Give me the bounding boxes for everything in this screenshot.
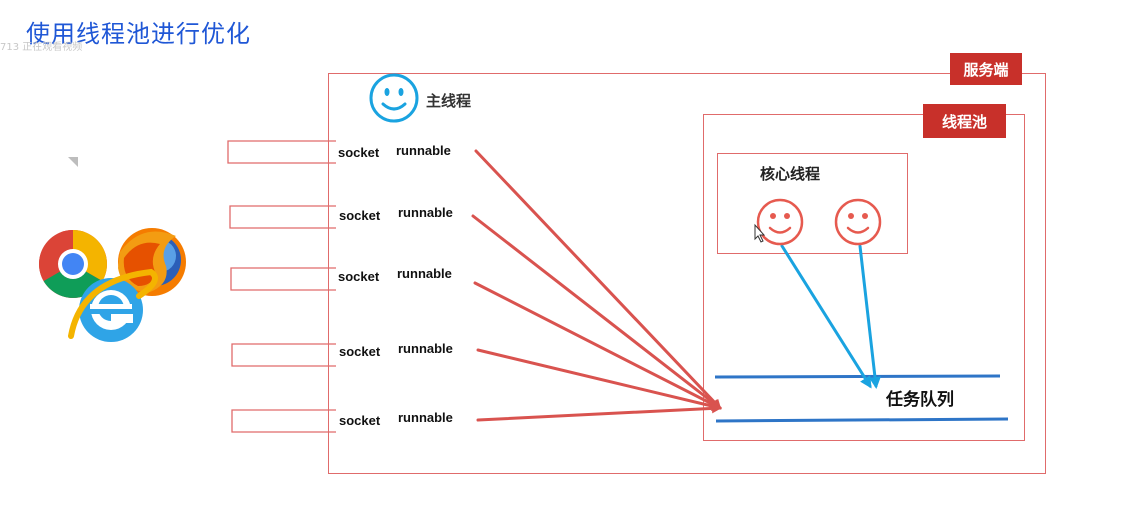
- runnable-label: runnable: [398, 341, 453, 356]
- red-arrow: [471, 214, 722, 410]
- task-queue-label: 任务队列: [886, 390, 954, 410]
- page-title: 使用线程池进行优化: [26, 20, 251, 48]
- socket-label: socket: [339, 344, 381, 359]
- smiley-icon: [369, 73, 419, 123]
- server-tag: 服务端: [950, 53, 1022, 85]
- server-box: [328, 73, 1046, 474]
- client-connector: [231, 343, 336, 367]
- viewer-count-note: 713 正在观看视频: [0, 42, 83, 53]
- ie-icon: [68, 268, 158, 342]
- client-connector: [229, 205, 336, 229]
- socket-label: socket: [339, 208, 381, 223]
- client-connector: [230, 267, 336, 291]
- main-thread-label: 主线程: [426, 92, 472, 110]
- red-arrow: [476, 348, 722, 411]
- socket-label: socket: [339, 413, 381, 428]
- thread-pool-box: [703, 114, 1025, 441]
- core-thread-label: 核心线程: [760, 165, 821, 183]
- small-triangle-mark: [68, 157, 78, 167]
- task-queue-top-line: [714, 374, 1001, 379]
- client-connector: [227, 140, 336, 164]
- blue-arrow: [780, 244, 872, 389]
- cursor-icon: [754, 223, 766, 243]
- runnable-label: runnable: [398, 205, 453, 220]
- runnable-label: runnable: [396, 143, 451, 158]
- client-connector: [231, 409, 336, 433]
- red-arrow: [474, 149, 722, 410]
- red-arrow: [473, 281, 722, 410]
- client-connectors: [227, 140, 336, 433]
- red-arrows: [471, 149, 722, 422]
- runnable-label: runnable: [398, 410, 453, 425]
- smiley-icon: [834, 198, 882, 246]
- blue-arrow: [858, 244, 881, 389]
- socket-label: socket: [338, 145, 380, 160]
- runnable-label: runnable: [397, 266, 452, 281]
- core-thread-box: [717, 153, 908, 254]
- blue-arrows: [780, 244, 881, 389]
- red-arrow: [476, 403, 722, 422]
- socket-label: socket: [338, 269, 380, 284]
- chrome-icon: [39, 230, 107, 298]
- task-queue-bottom-line: [715, 417, 1009, 423]
- thread-pool-tag: 线程池: [923, 104, 1006, 138]
- smiley-icon: [756, 198, 804, 246]
